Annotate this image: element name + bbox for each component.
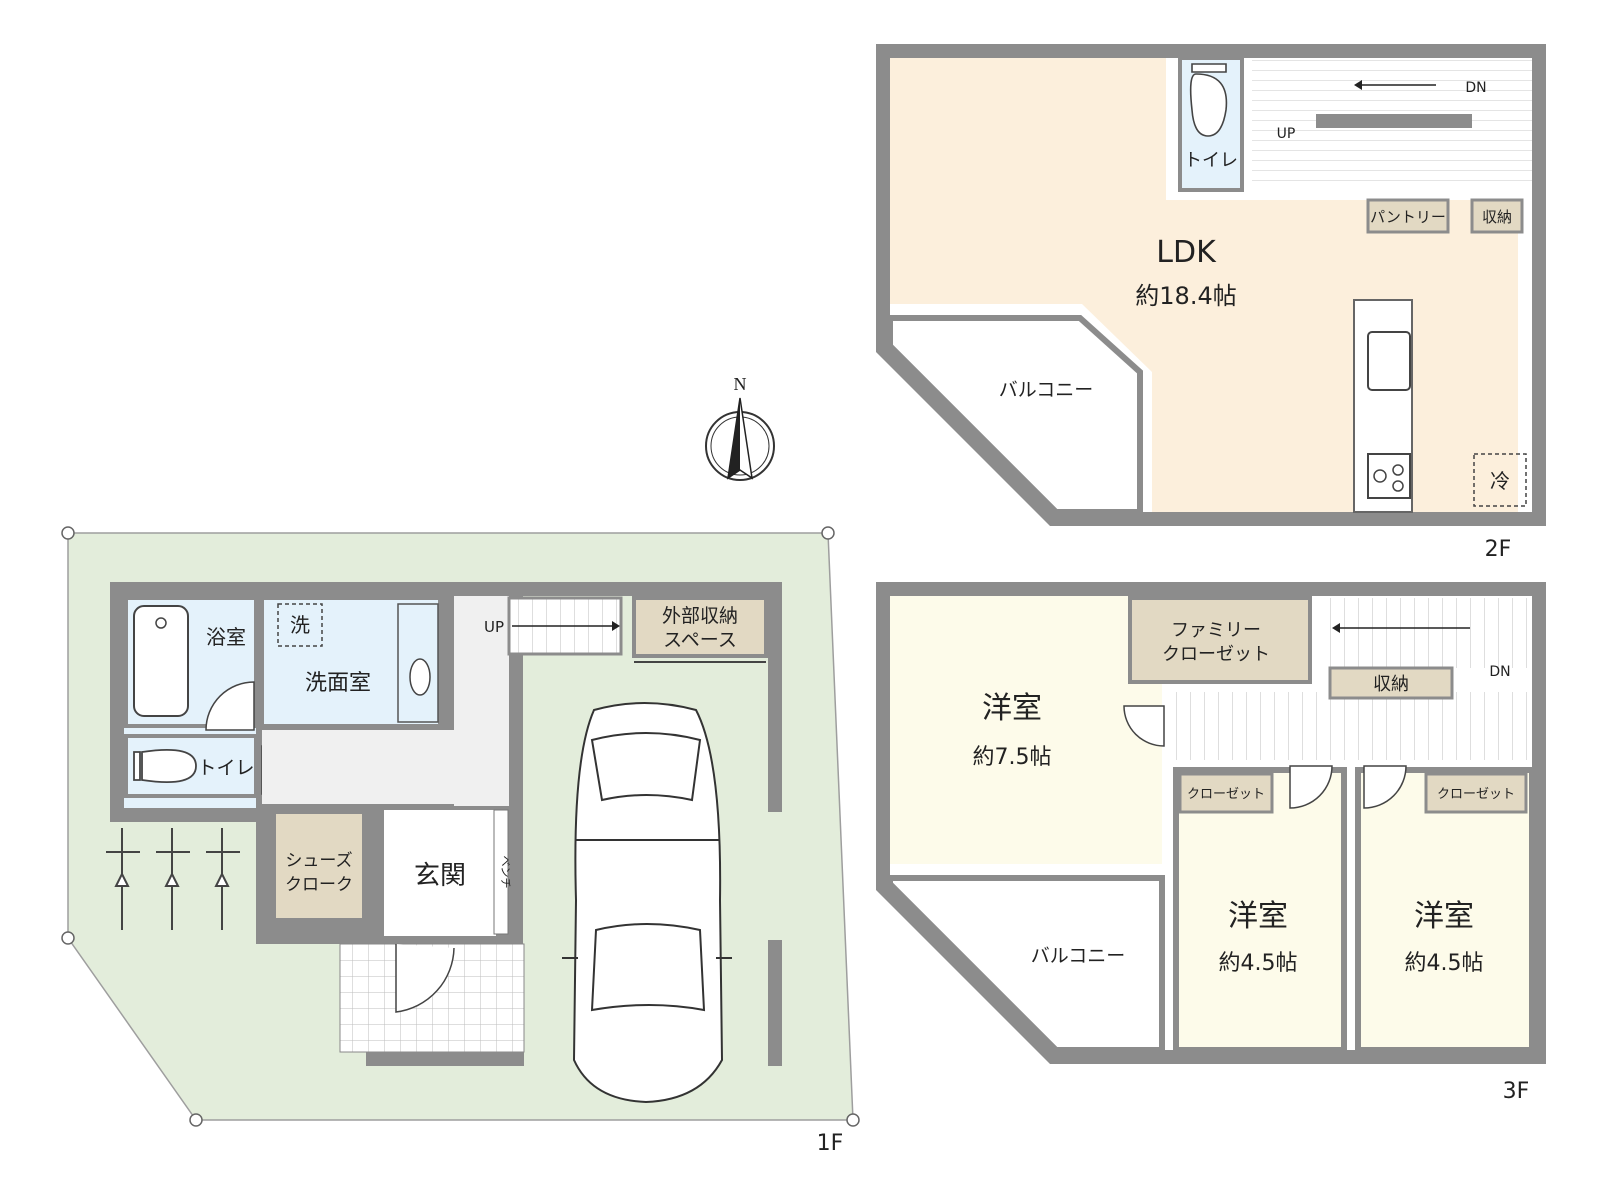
closet-a <box>1178 772 1274 814</box>
kitchen-sink-icon <box>1367 331 1411 391</box>
label-bath: 浴室 <box>206 625 246 649</box>
label-stairs-up-1f: UP <box>484 618 504 636</box>
balcony-3f <box>887 875 1165 1053</box>
label-floor-1f: 1F <box>817 1131 844 1156</box>
floor-1f: 浴室 洗 洗面室 トイレ UP 外部収納 スペース シューズ クローク 玄関 ベ… <box>61 526 860 1156</box>
label-floor-3f: 3F <box>1503 1079 1530 1104</box>
label-shoe-cloak-2: クローク <box>285 875 353 895</box>
label-washer: 洗 <box>290 613 310 637</box>
western-room-main <box>890 596 1162 864</box>
bathtub-icon <box>133 605 189 717</box>
label-ldk-size: 約18.4帖 <box>1135 282 1236 310</box>
label-western-c: 洋室 <box>1414 899 1474 934</box>
parking-post <box>768 940 782 1066</box>
label-toilet-2f: トイレ <box>1184 150 1238 171</box>
label-storage-2f: 収納 <box>1482 208 1512 226</box>
label-balcony-3f: バルコニー <box>1031 945 1126 967</box>
bench <box>493 809 509 935</box>
label-stairs-up-2f: UP <box>1277 126 1296 142</box>
closet-b <box>1424 772 1528 814</box>
entrance <box>380 806 500 940</box>
stove-icon <box>1367 453 1411 499</box>
balcony-2f <box>887 315 1143 515</box>
bicycle-icons <box>106 828 240 930</box>
shoe-cloak <box>272 810 366 922</box>
floor-2f: LDK 約18.4帖 トイレ UP DN パントリー 収納 バルコニー 冷 2F <box>876 44 1546 562</box>
label-storage-3f: 収納 <box>1373 674 1409 695</box>
compass-icon: N <box>705 374 775 481</box>
lot-corner-markers <box>61 526 860 1127</box>
label-outdoor-storage-2: スペース <box>663 629 737 651</box>
label-fridge: 冷 <box>1490 469 1510 493</box>
outdoor-storage <box>632 596 768 658</box>
label-entrance: 玄関 <box>414 861 466 891</box>
label-ldk: LDK <box>1156 235 1217 270</box>
label-western-b: 洋室 <box>1228 899 1288 934</box>
toilet-bowl-icon <box>133 749 197 783</box>
bath-door-swing <box>205 681 255 731</box>
storage-3f <box>1328 666 1454 700</box>
label-western-main: 洋室 <box>982 691 1042 726</box>
floor-3f: 洋室 約7.5帖 ファミリー クローゼット 収納 DN クローゼット クローゼッ… <box>876 582 1546 1104</box>
family-closet <box>1128 596 1312 684</box>
label-family-closet-1: ファミリー <box>1171 620 1261 641</box>
toilet-bowl-icon <box>1189 63 1228 137</box>
compass-north-label: N <box>734 374 747 394</box>
label-family-closet-2: クローゼット <box>1162 644 1270 665</box>
3f-stairs <box>1326 598 1532 668</box>
pantry <box>1366 198 1450 234</box>
label-stairs-down-3f: DN <box>1489 664 1510 680</box>
entrance-door-swing <box>395 944 455 1013</box>
label-pantry: パントリー <box>1370 208 1446 226</box>
fridge-space <box>1473 453 1527 507</box>
label-western-main-size: 約7.5帖 <box>973 745 1052 770</box>
sink-icon <box>409 658 431 696</box>
label-stairs-down-2f: DN <box>1465 80 1486 96</box>
3f-hall <box>1176 692 1532 760</box>
western-room-b <box>1173 767 1347 1053</box>
label-balcony-2f: バルコニー <box>999 379 1094 401</box>
label-western-b-size: 約4.5帖 <box>1219 951 1298 976</box>
label-shoe-cloak-1: シューズ <box>285 851 352 871</box>
washer-space <box>277 603 323 647</box>
label-western-c-size: 約4.5帖 <box>1405 951 1484 976</box>
storage-2f <box>1470 198 1524 234</box>
label-toilet-1f: トイレ <box>197 757 254 779</box>
label-floor-2f: 2F <box>1485 537 1512 562</box>
label-washroom: 洗面室 <box>305 671 371 696</box>
label-outdoor-storage-1: 外部収納 <box>662 605 738 627</box>
western-room-c <box>1355 767 1535 1053</box>
label-closet-a: クローゼット <box>1187 787 1265 802</box>
label-bench: ベンチ <box>499 856 512 889</box>
label-closet-b: クローゼット <box>1437 787 1515 802</box>
car-icon <box>562 702 732 1104</box>
